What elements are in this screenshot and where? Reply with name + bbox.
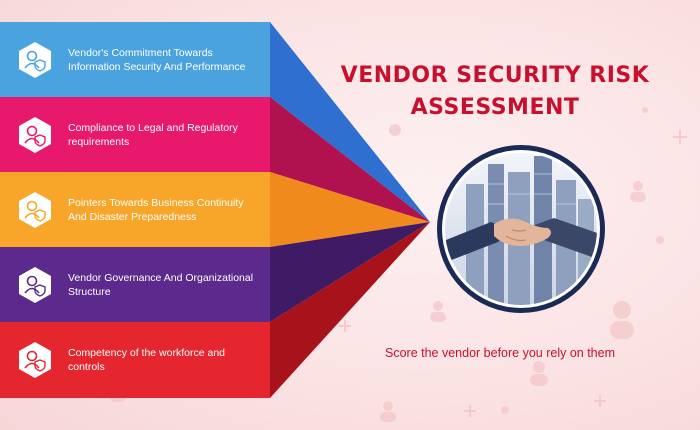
fan-wedges	[270, 22, 430, 398]
criteria-item-2: Compliance to Legal and Regulatory requi…	[0, 97, 270, 172]
dot-icon	[501, 406, 509, 414]
tagline: Score the vendor before you rely on them	[385, 346, 615, 360]
person-icon	[630, 181, 646, 202]
person-icon	[610, 301, 634, 339]
criteria-text-2: Compliance to Legal and Regulatory requi…	[68, 121, 238, 148]
title-line-1: VENDOR SECURITY RISK	[340, 63, 650, 88]
criteria-item-3: Pointers Towards Business Continuity And…	[0, 172, 270, 247]
criteria-text-4: Vendor Governance And Organizational Str…	[68, 271, 254, 298]
criteria-text-1: Vendor's Commitment Towards Information …	[68, 46, 246, 73]
wedge-5	[270, 222, 430, 398]
user-shield-icon	[19, 191, 51, 228]
title-line-2: ASSESSMENT	[410, 95, 580, 120]
plus-icon	[673, 130, 687, 144]
user-shield-icon	[19, 342, 51, 378]
person-icon	[380, 401, 396, 422]
user-shield-icon	[19, 266, 51, 303]
handshake-photo	[437, 145, 605, 313]
handshake	[445, 218, 597, 266]
user-shield-icon	[19, 116, 51, 153]
criteria-item-1: Vendor's Commitment Towards Information …	[0, 22, 270, 97]
plus-icon	[464, 405, 476, 417]
criteria-stack: Vendor's Commitment Towards Information …	[0, 22, 430, 398]
criteria-text-3: Pointers Towards Business Continuity And…	[68, 196, 244, 223]
wedge-1	[270, 22, 430, 222]
person-icon	[530, 361, 548, 386]
wedge-2	[270, 97, 430, 222]
criteria-text-5: Competency of the workforce and controls	[68, 347, 225, 373]
criteria-item-4: Vendor Governance And Organizational Str…	[0, 247, 270, 322]
dot-icon	[656, 236, 664, 244]
criteria-item-5: Competency of the workforce and controls	[0, 322, 270, 398]
page-title: VENDOR SECURITY RISK ASSESSMENT	[330, 60, 660, 124]
plus-icon	[594, 395, 606, 407]
user-shield-icon	[19, 41, 51, 78]
